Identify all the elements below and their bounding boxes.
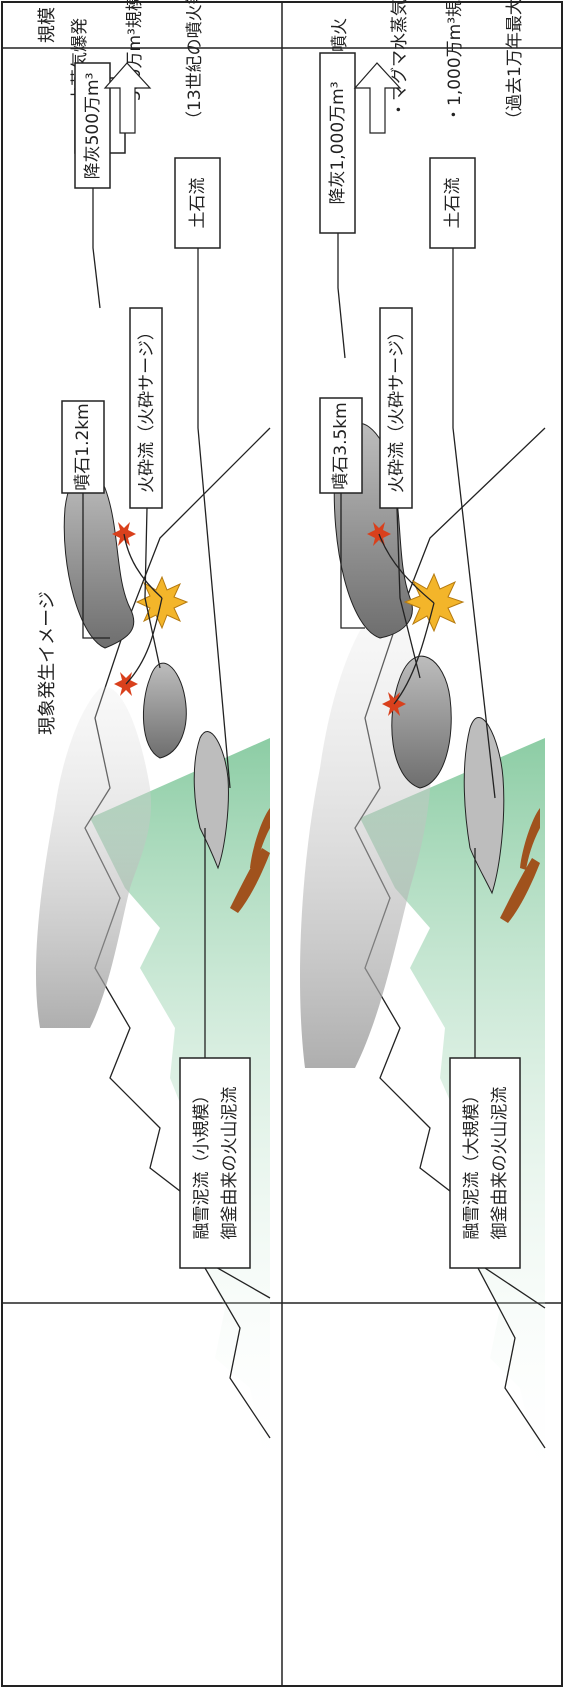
image-header: 現象発生イメージ — [37, 591, 58, 735]
row1-illustration: 噴石1.2km 降灰500万m³ 火砕流（火砕サージ） 土石流 融雪泥流（小規模… — [35, 62, 271, 1488]
row1-debris-label: 土石流 — [188, 178, 208, 229]
row1-pyroclastic-flow — [142, 662, 187, 759]
scale-header: 規模 — [37, 7, 58, 43]
row1-lahar-label-1: 融雪泥流（小規模） — [192, 1087, 212, 1240]
row1-ballistic-arc — [125, 597, 163, 685]
row1-arrow — [103, 62, 152, 134]
row1-note: （13世紀の噴火等） — [185, 0, 205, 128]
row1-pyro-box — [129, 307, 163, 509]
row2-ballistic-label: 噴石3.5km — [331, 402, 351, 489]
row2-pyro-label: 火砕流（火砕サージ） — [387, 323, 407, 493]
row2-lahar-box — [449, 1057, 521, 1269]
row1-ash-leader — [92, 188, 101, 309]
row2-arrow — [353, 62, 402, 134]
row2-pyro-box — [379, 307, 413, 509]
row2-ash-label: 降灰1,000万m³ — [328, 81, 348, 204]
row2-scale: ・1,000万m³規模 — [445, 0, 465, 123]
row1-pyro-leader — [144, 507, 161, 669]
row2-illustration: 噴石3.5km 降灰1,000万m³ 火砕流（火砕サージ） 土石流 融雪泥流（大… — [300, 52, 546, 1498]
row2-pyro-leader — [396, 507, 421, 679]
row2-gray-flow — [463, 717, 505, 895]
row1-mudflow-1 — [230, 848, 270, 913]
row2-mudflow-1 — [500, 858, 540, 923]
row2-note: （過去1万年最大規模） — [505, 0, 525, 128]
row1-ballistic-label: 噴石1.2km — [73, 403, 93, 490]
row1-lahar-box — [179, 1057, 251, 1269]
row1-ash-label: 降灰500万m³ — [83, 73, 103, 180]
row1-debris-leader — [197, 248, 231, 789]
row1-pyro-label: 火砕流（火砕サージ） — [137, 323, 157, 493]
row1-ridge-line — [204, 1267, 271, 1439]
row2-ballistic-arc — [393, 602, 435, 705]
row1-ballistic-leader — [82, 493, 110, 639]
row1-lahar-label-2: 御釜由来の火山泥流 — [220, 1087, 240, 1240]
row2-ash-leader — [337, 233, 346, 359]
row2-ridge-line — [477, 1267, 546, 1449]
row2-pyroclastic-flow — [391, 655, 452, 789]
row1-green-slope — [90, 738, 270, 1488]
row2-ballistic-arc-2 — [378, 533, 435, 604]
row1-eruption-column — [63, 470, 135, 649]
row1-ballistic-arc-2 — [123, 533, 163, 599]
row2-debris-label: 土石流 — [443, 178, 463, 229]
scale-column: 水蒸気爆発 ・500万m³規模 （13世紀の噴火等） マグマ噴火 ・マグマ水蒸気… — [70, 0, 525, 128]
row2-debris-leader — [452, 248, 496, 799]
row1-vent-burst — [135, 575, 189, 630]
row2-lahar-label-2: 御釜由来の火山泥流 — [490, 1087, 510, 1240]
row2-ballistic-leader — [340, 493, 365, 629]
row1-ash-plume — [35, 686, 151, 1028]
row1-gray-flow — [193, 731, 229, 870]
row2-green-slope — [360, 738, 545, 1498]
row2-lahar-label-1: 融雪泥流（大規模） — [462, 1087, 482, 1240]
row2-mudflow-2 — [520, 808, 540, 870]
row1-mudflow-2 — [250, 808, 270, 870]
row2-subtype: ・マグマ水蒸気爆発 — [390, 0, 410, 118]
